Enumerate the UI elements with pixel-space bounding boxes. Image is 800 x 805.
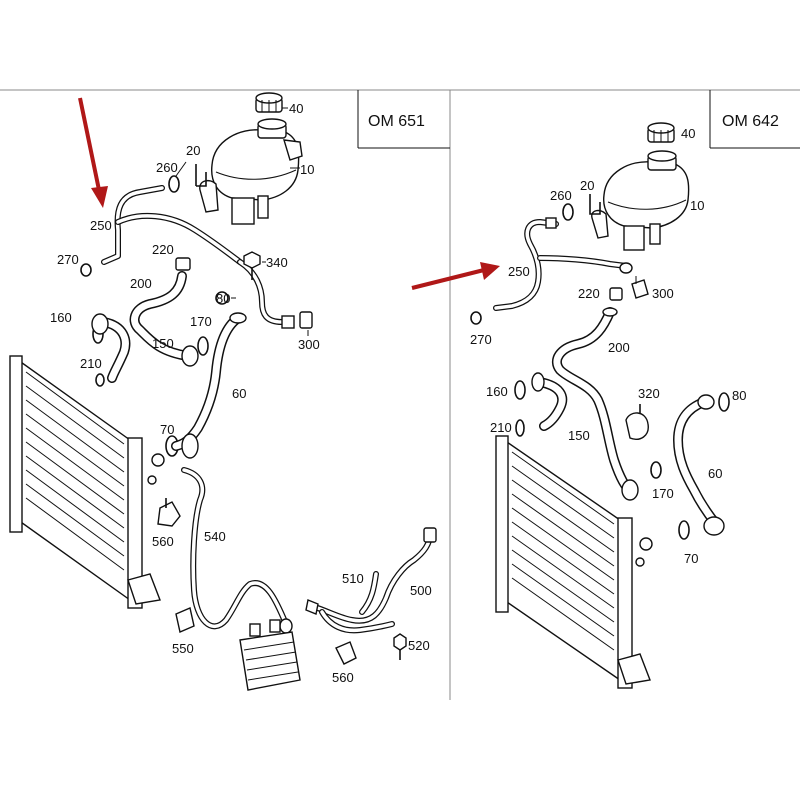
callout-300-right: 300 (652, 286, 674, 301)
callout-170-right: 170 (652, 486, 674, 501)
red-arrow-right (411, 262, 500, 290)
callout-270: 270 (57, 252, 79, 267)
clip-20-right (589, 194, 601, 215)
callout-160-right: 160 (486, 384, 508, 399)
callout-170: 170 (190, 314, 212, 329)
engine-label-om642: OM 642 (722, 113, 779, 130)
callout-20-right: 20 (580, 178, 594, 193)
hose-250 (101, 185, 243, 265)
callout-210-right: 210 (490, 420, 512, 435)
radiator-right (495, 435, 653, 689)
callout-200: 200 (130, 276, 152, 291)
expansion-tank (199, 118, 303, 225)
callout-150: 150 (152, 336, 174, 351)
callout-270-right: 270 (470, 332, 492, 347)
callout-80: 80 (216, 291, 230, 306)
clip-20 (195, 164, 207, 187)
callout-150-right: 150 (568, 428, 590, 443)
callout-60: 60 (232, 386, 246, 401)
bracket-550 (175, 607, 195, 633)
callout-500: 500 (410, 583, 432, 598)
callout-10-right: 10 (690, 198, 704, 213)
callout-40: 40 (289, 101, 303, 116)
callout-520: 520 (408, 638, 430, 653)
callout-250: 250 (90, 218, 112, 233)
bracket-560b (335, 641, 357, 665)
part-320 (625, 404, 649, 440)
hose-200-150-right (531, 307, 639, 501)
callout-560-upper: 560 (152, 534, 174, 549)
oil-cooler (239, 619, 301, 691)
red-arrow-left (78, 97, 108, 208)
radiator-left (9, 355, 165, 609)
callout-70: 70 (160, 422, 174, 437)
hose-60-right (673, 394, 725, 536)
callout-260: 260 (156, 160, 178, 175)
bolt-520 (393, 633, 407, 660)
callout-220-right: 220 (578, 286, 600, 301)
leader-lines-left (175, 107, 309, 336)
expansion-tank-right (591, 150, 690, 251)
callout-70-right: 70 (684, 551, 698, 566)
left-panel: 40 20 260 10 250 220 340 270 200 80 160 … (9, 92, 437, 691)
callout-300: 300 (298, 337, 320, 352)
seal-ring-260 (168, 175, 180, 193)
callout-250-right: 250 (508, 264, 530, 279)
callout-210: 210 (80, 356, 102, 371)
engine-label-om651: OM 651 (368, 113, 425, 130)
callout-10: 10 (300, 162, 314, 177)
callout-320-right: 320 (638, 386, 660, 401)
callout-80-right: 80 (732, 388, 746, 403)
callout-40-right: 40 (681, 126, 695, 141)
hose-500-510 (305, 527, 437, 634)
pipe-540 (181, 467, 293, 634)
callout-540: 540 (204, 529, 226, 544)
tank-cap (255, 92, 283, 113)
callout-20: 20 (186, 143, 200, 158)
hose-250-right (493, 217, 633, 311)
bolt-340 (243, 251, 261, 280)
clip-300-right (631, 279, 649, 299)
callout-550: 550 (172, 641, 194, 656)
hose-200-150 (91, 271, 199, 383)
callout-560-lower: 560 (332, 670, 354, 685)
right-panel: 40 20 260 10 250 220 300 270 200 160 320… (411, 122, 746, 689)
callout-260-right: 260 (550, 188, 572, 203)
callout-200-right: 200 (608, 340, 630, 355)
callout-340: 340 (266, 255, 288, 270)
callout-220: 220 (152, 242, 174, 257)
bleed-pipe (237, 259, 313, 329)
tank-cap-right (647, 122, 675, 143)
clip-220 (175, 257, 191, 271)
callout-160: 160 (50, 310, 72, 325)
callout-60-right: 60 (708, 466, 722, 481)
bracket-560a (157, 498, 181, 527)
callout-510: 510 (342, 571, 364, 586)
hose-60 (171, 312, 247, 459)
